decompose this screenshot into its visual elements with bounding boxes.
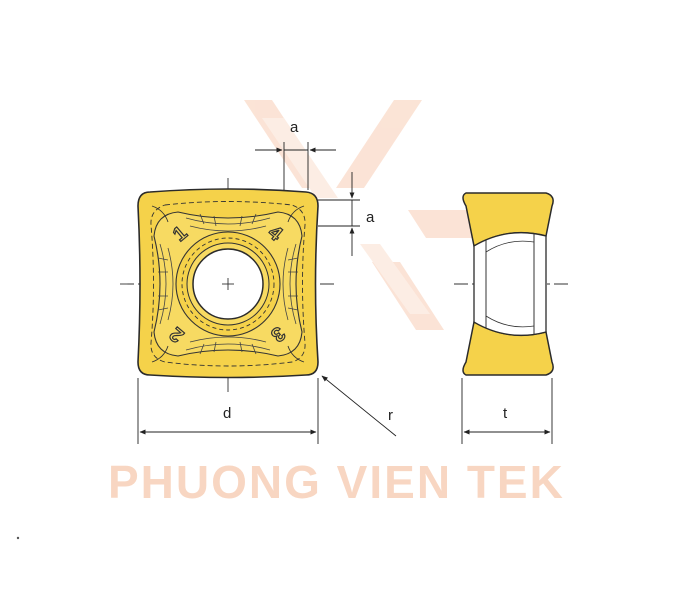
stray-dot [16,536,20,540]
watermark-text: PHUONG VIEN TEK [108,456,565,508]
dimension-t-label: t [503,405,508,422]
dimension-d-label: d [223,405,231,422]
insert-side-view [454,192,568,376]
dimension-a-vertical [318,172,360,256]
dimension-d [137,378,319,444]
dimension-r-label: r [388,407,393,424]
dimension-t [461,378,553,444]
dimension-a-horizontal-label: a [290,119,299,136]
dimension-a-horizontal [255,142,336,190]
insert-top-view: 1 4 2 3 [120,178,336,392]
dimension-a-vertical-label: a [366,209,375,226]
dimension-r [321,375,397,437]
